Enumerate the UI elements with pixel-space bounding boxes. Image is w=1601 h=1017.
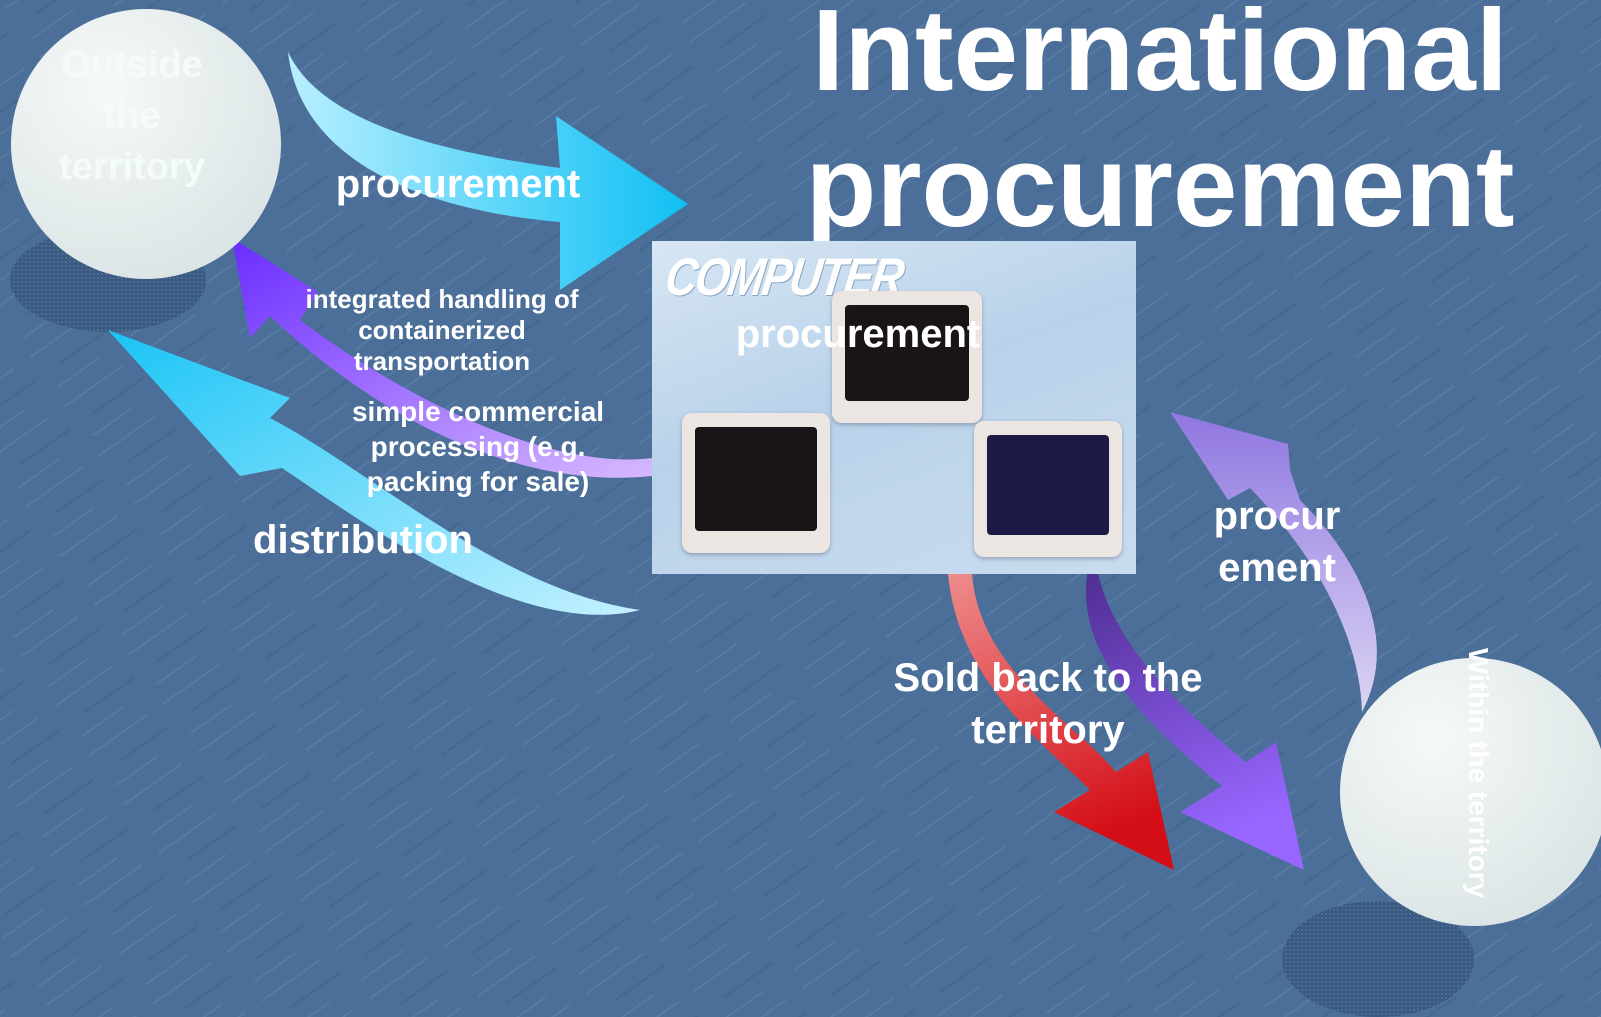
outside-label-line3: territory xyxy=(59,146,205,188)
within-circle-shadow xyxy=(1282,901,1474,1017)
slide-title-line2: procurement xyxy=(805,121,1515,251)
procurement-in-label: procurement xyxy=(335,162,581,206)
sold-back-line1: Sold back to the xyxy=(893,656,1203,700)
arrow-distribution xyxy=(108,330,640,615)
arrow-procurement-in xyxy=(288,52,688,290)
slide-title: International procurement xyxy=(770,0,1550,254)
procurement-right-label: procur ement xyxy=(1196,490,1358,594)
arrow-to-within xyxy=(1085,548,1304,870)
simple-line2: processing (e.g. xyxy=(370,431,586,462)
monitor-icon xyxy=(832,291,982,423)
slide-title-line1: International xyxy=(811,0,1509,115)
outside-territory-label: Outside the territory xyxy=(36,40,228,193)
within-territory-label: Within the territory xyxy=(1463,648,1494,899)
within-territory-circle xyxy=(1340,658,1601,926)
outside-territory-circle xyxy=(11,9,281,279)
integrated-line2: containerized xyxy=(358,315,526,345)
integrated-line1: integrated handling of xyxy=(305,284,579,314)
monitor-icon xyxy=(974,421,1122,557)
photo-procurement-label: procurement xyxy=(735,312,981,356)
procurement-right-line1: procur xyxy=(1213,494,1341,538)
monitor-icon xyxy=(682,413,830,553)
arrow-integrated-handling xyxy=(232,238,652,478)
computer-photo: COMPUTER xyxy=(652,241,1136,574)
outside-label-line2: the xyxy=(103,95,161,137)
integrated-handling-label: integrated handling of containerized tra… xyxy=(270,284,614,377)
procurement-right-line2: ement xyxy=(1218,546,1336,590)
arrow-sold-back xyxy=(948,574,1174,870)
simple-line1: simple commercial xyxy=(351,396,605,427)
outside-label-line1: Outside xyxy=(61,44,203,86)
arrow-procurement-right xyxy=(1170,412,1377,712)
sold-back-label: Sold back to the territory xyxy=(868,652,1228,756)
integrated-line3: transportation xyxy=(353,346,531,376)
simple-processing-label: simple commercial processing (e.g. packi… xyxy=(334,394,622,499)
simple-line3: packing for sale) xyxy=(366,466,590,497)
distribution-label: distribution xyxy=(253,518,473,562)
sold-back-line2: territory xyxy=(971,708,1125,752)
